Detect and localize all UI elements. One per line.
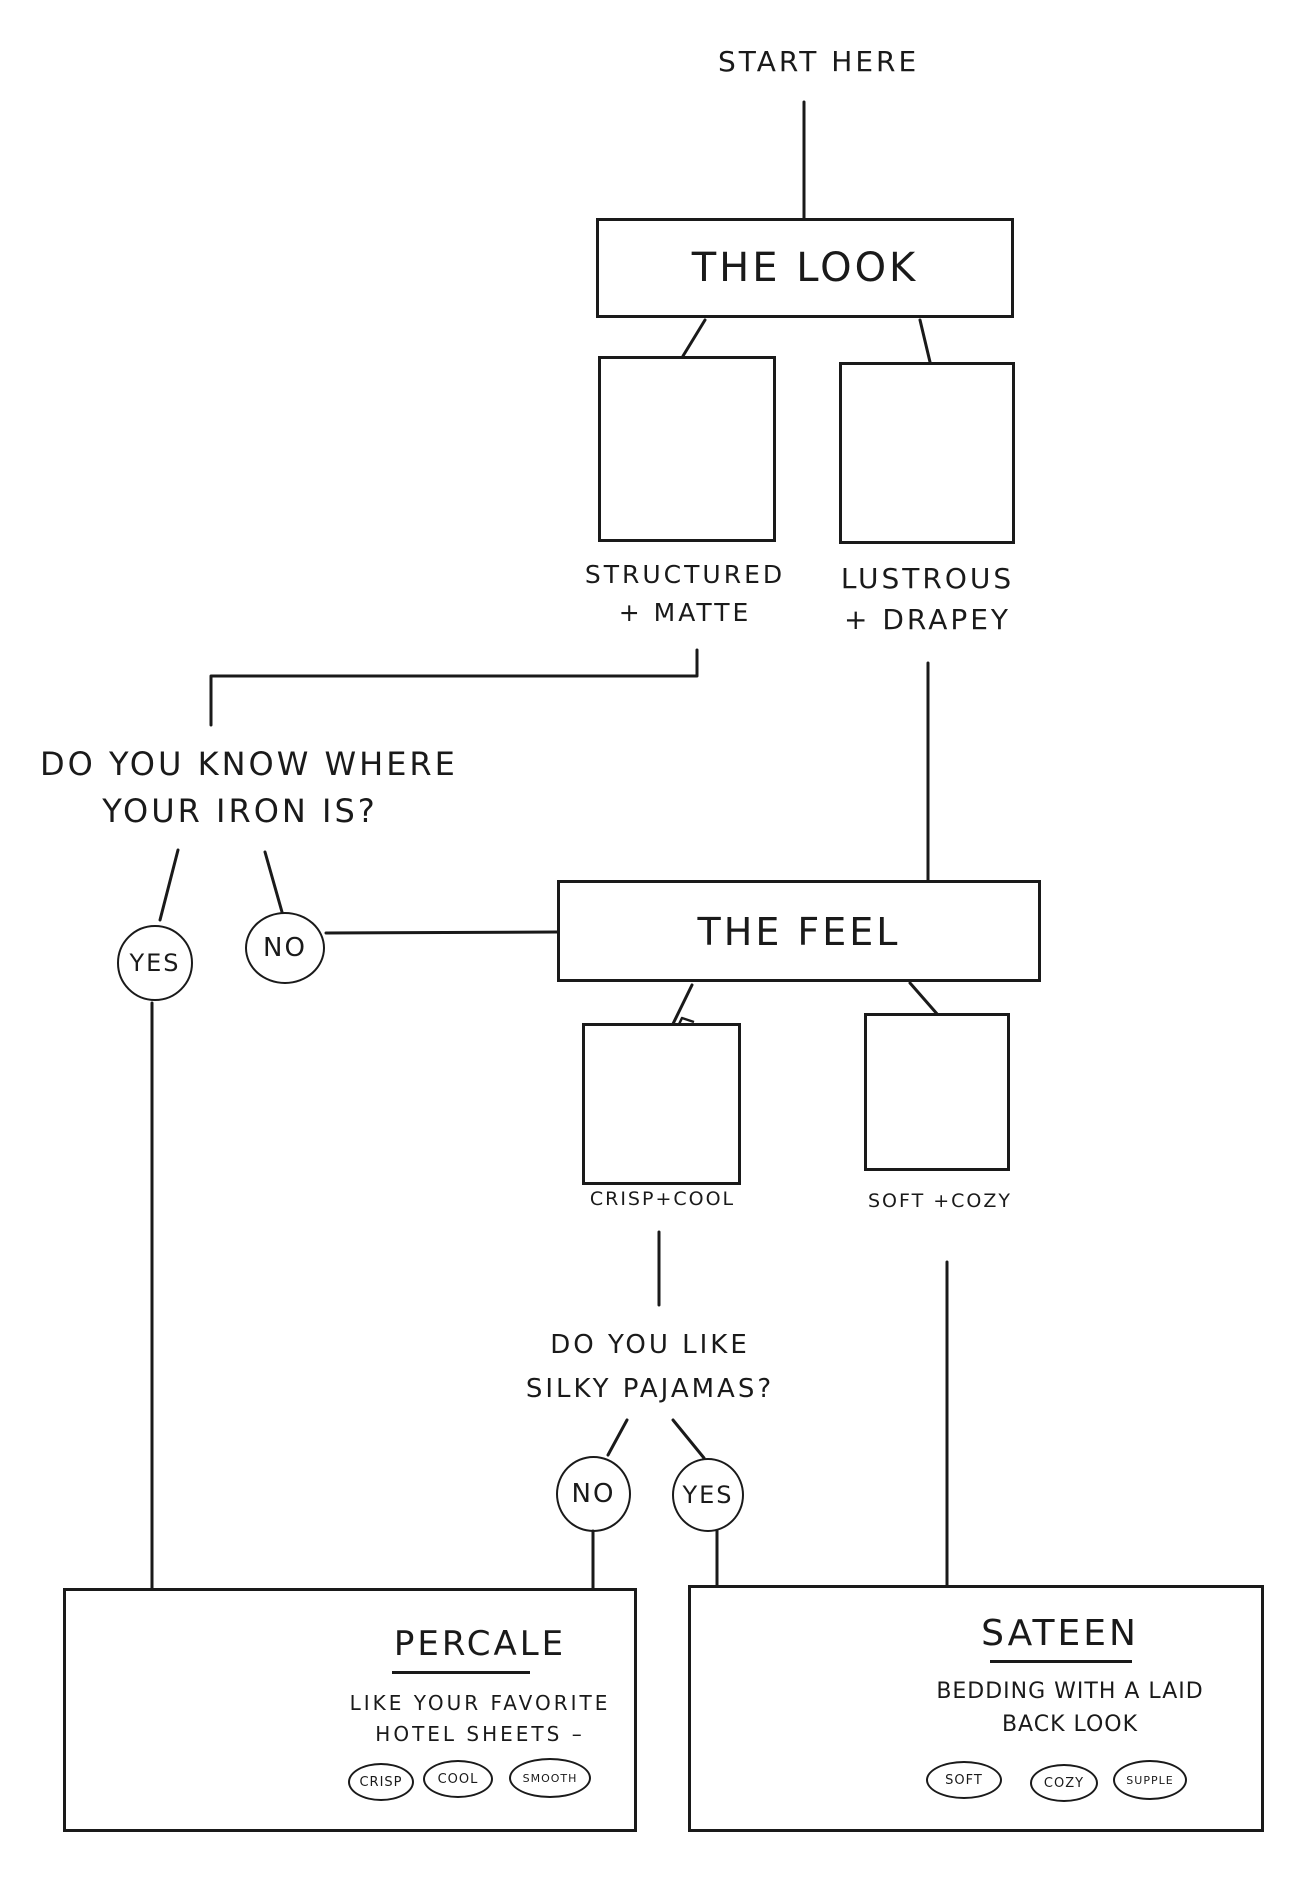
crisp-option-frame bbox=[582, 1023, 741, 1185]
connector-pajama-yes bbox=[671, 1418, 706, 1460]
pajama-no-circle: NO bbox=[556, 1456, 631, 1532]
connector-pajama-no bbox=[606, 1418, 629, 1457]
iron-yes-circle: YES bbox=[117, 925, 193, 1001]
percale-title: PERCALE bbox=[393, 1624, 567, 1664]
connector-iron-no bbox=[263, 850, 284, 914]
connector-look-structured bbox=[681, 318, 707, 358]
sateen-tag-cozy: COZY bbox=[1030, 1764, 1098, 1802]
percale-description-line1: LIKE YOUR FAVORITE bbox=[349, 1691, 611, 1715]
pajama-yes-circle: YES bbox=[672, 1458, 744, 1532]
the-feel-title: THE FEEL bbox=[697, 910, 901, 954]
the-look-box bbox=[596, 218, 1014, 318]
lustrous-label-line1: LUSTROUS bbox=[840, 562, 1015, 595]
the-look-title: THE LOOK bbox=[691, 245, 919, 291]
sateen-title-underline bbox=[990, 1660, 1132, 1663]
crisp-cool-label: CRISP+COOL bbox=[589, 1188, 736, 1210]
structured-option-frame bbox=[598, 356, 776, 542]
structured-label-line2: + MATTE bbox=[618, 598, 752, 627]
sateen-title: SATEEN bbox=[981, 1613, 1139, 1654]
percale-tag-smooth: SMOOTH bbox=[509, 1758, 591, 1798]
the-feel-box bbox=[557, 880, 1041, 982]
percale-tag-cool: COOL bbox=[423, 1760, 493, 1798]
percale-tag-crisp: CRISP bbox=[348, 1763, 414, 1801]
structured-label-line1: STRUCTURED bbox=[584, 560, 786, 589]
connector-look-lustrous bbox=[918, 318, 932, 364]
lustrous-option-frame bbox=[839, 362, 1015, 544]
sateen-description-line1: BEDDING WITH A LAID bbox=[936, 1679, 1204, 1704]
iron-question-line2: YOUR IRON IS? bbox=[102, 792, 378, 830]
connector-feel-soft bbox=[908, 981, 940, 1017]
iron-no-circle: NO bbox=[245, 912, 325, 984]
soft-cozy-label: SOFT +COZY bbox=[867, 1190, 1013, 1212]
percale-description-line2: HOTEL SHEETS – bbox=[375, 1722, 585, 1746]
sateen-tag-soft: SOFT bbox=[926, 1761, 1002, 1799]
soft-option-frame bbox=[864, 1013, 1010, 1171]
pajama-question-line1: DO YOU LIKE bbox=[550, 1330, 750, 1360]
percale-title-underline bbox=[392, 1671, 530, 1674]
sateen-description-line2: BACK LOOK bbox=[1001, 1712, 1139, 1737]
pajama-question-line2: SILKY PAJAMAS? bbox=[525, 1374, 775, 1404]
sateen-tag-supple: SUPPLE bbox=[1113, 1760, 1187, 1800]
lustrous-label-line2: + DRAPEY bbox=[843, 603, 1012, 636]
connector-structured-iron bbox=[209, 648, 699, 727]
iron-question-line1: DO YOU KNOW WHERE bbox=[40, 745, 458, 783]
connector-no-feel bbox=[324, 930, 559, 935]
start-label: START HERE bbox=[718, 45, 920, 78]
connector-iron-yes bbox=[158, 848, 180, 922]
connector-feel-crisp bbox=[668, 983, 694, 1032]
